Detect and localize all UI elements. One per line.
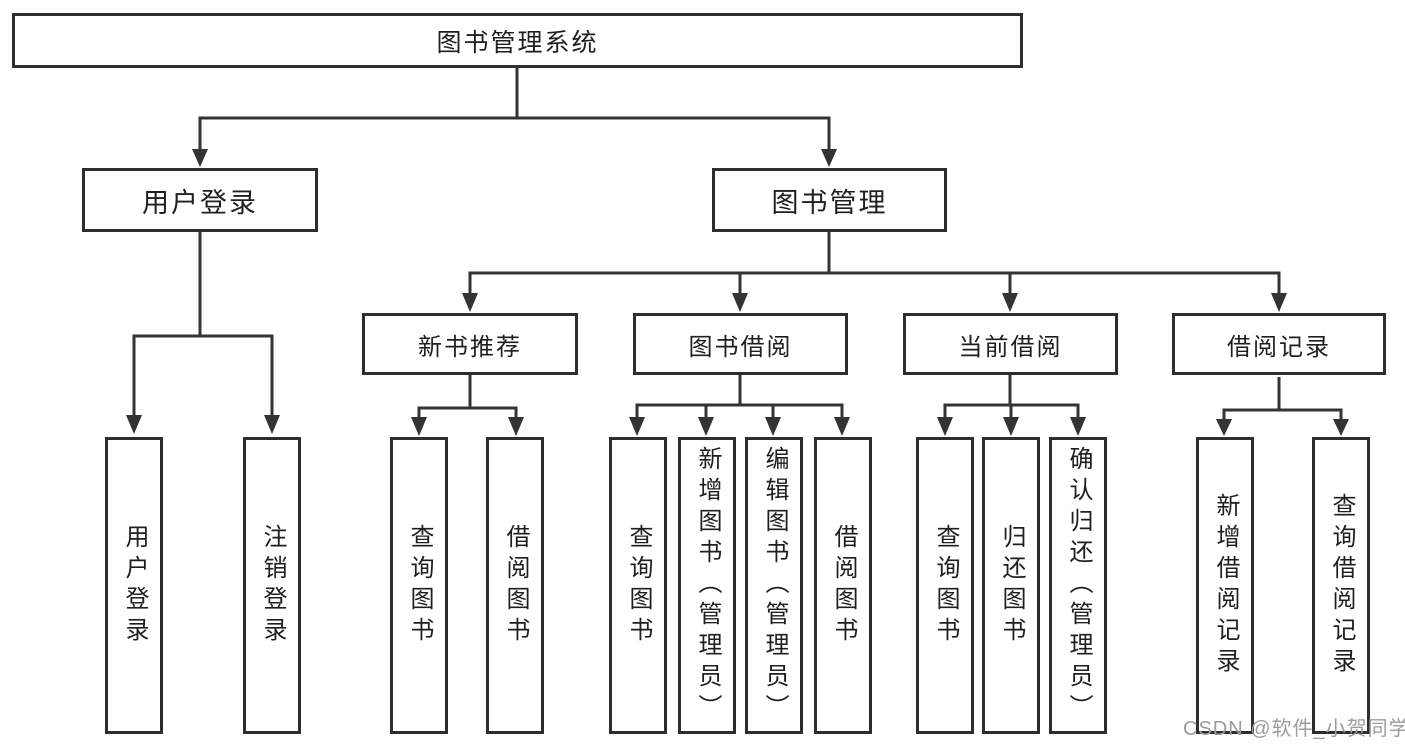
leaf-borrow-books-recommend: 借阅图书 [486, 437, 544, 734]
leaf-query-books-current-label: 查询图书 [932, 523, 959, 648]
leaf-logout: 注销登录 [243, 437, 301, 734]
leaf-logout-label: 注销登录 [259, 523, 286, 648]
node-book-management: 图书管理 [712, 168, 947, 232]
leaf-query-books-borrowing: 查询图书 [609, 437, 667, 734]
node-book-management-label: 图书管理 [771, 187, 888, 218]
leaf-return-book-label: 归还图书 [998, 523, 1025, 648]
node-root: 图书管理系统 [12, 13, 1023, 68]
leaf-user-login-label: 用户登录 [121, 523, 148, 648]
node-current-borrowing-label: 当前借阅 [958, 333, 1063, 361]
leaf-query-borrow-record: 查询借阅记录 [1312, 437, 1370, 734]
leaf-edit-book-admin-label: 编辑图书（管理员） [761, 446, 788, 725]
leaf-query-books-borrowing-label: 查询图书 [625, 523, 652, 648]
node-user-login: 用户登录 [82, 168, 318, 232]
leaf-query-books-current: 查询图书 [916, 437, 974, 734]
node-borrowing-records-label: 借阅记录 [1227, 333, 1331, 361]
leaf-return-book: 归还图书 [982, 437, 1040, 734]
node-book-borrowing-label: 图书借阅 [688, 333, 793, 361]
node-borrowing-records: 借阅记录 [1172, 313, 1386, 375]
leaf-borrow-books-borrowing-label: 借阅图书 [830, 523, 857, 648]
node-user-login-label: 用户登录 [142, 187, 258, 218]
leaf-add-book-admin-label: 新增图书（管理员） [694, 446, 721, 725]
leaf-edit-book-admin: 编辑图书（管理员） [745, 437, 803, 734]
node-current-borrowing: 当前借阅 [903, 313, 1118, 375]
leaf-add-book-admin: 新增图书（管理员） [678, 437, 736, 734]
leaf-add-borrow-record-label: 新增借阅记录 [1212, 492, 1239, 679]
node-new-book-recommend: 新书推荐 [362, 313, 578, 375]
leaf-borrow-books-recommend-label: 借阅图书 [502, 523, 529, 648]
leaf-confirm-return-admin: 确认归还（管理员） [1049, 437, 1107, 734]
leaf-confirm-return-admin-label: 确认归还（管理员） [1065, 446, 1092, 725]
leaf-query-books-recommend-label: 查询图书 [406, 523, 433, 648]
leaf-borrow-books-borrowing: 借阅图书 [814, 437, 872, 734]
watermark-text: CSDN @软件_小贺同学 [1183, 718, 1405, 740]
node-new-book-recommend-label: 新书推荐 [418, 333, 522, 361]
node-book-borrowing: 图书借阅 [633, 313, 848, 375]
leaf-add-borrow-record: 新增借阅记录 [1196, 437, 1254, 734]
leaf-user-login: 用户登录 [105, 437, 163, 734]
leaf-query-books-recommend: 查询图书 [390, 437, 448, 734]
leaf-query-borrow-record-label: 查询借阅记录 [1328, 492, 1355, 679]
node-root-label: 图书管理系统 [436, 28, 599, 57]
